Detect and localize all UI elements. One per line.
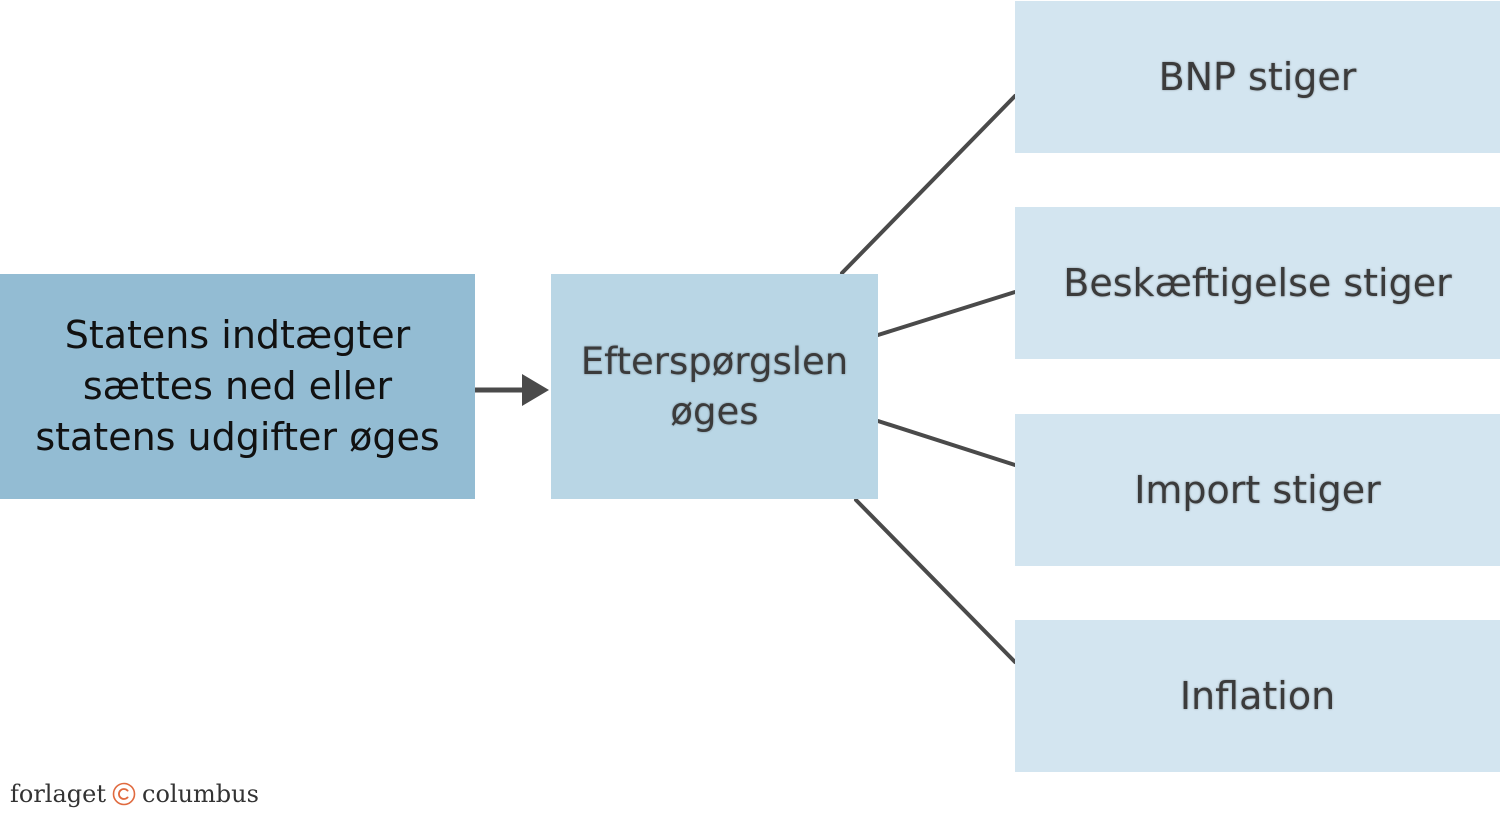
- publisher-name-left: forlaget: [10, 780, 106, 808]
- effect-box-inflation: Inflation: [1015, 620, 1500, 772]
- connector-to-inflation: [854, 498, 1017, 664]
- source-box: Statens indtægter sættes ned eller state…: [0, 274, 475, 499]
- connector-to-bnp: [840, 94, 1017, 275]
- effect-label: Beskæftigelse stiger: [1063, 261, 1452, 305]
- effect-label: BNP stiger: [1158, 55, 1357, 99]
- publisher-logo: forlaget columbus: [10, 778, 259, 810]
- source-box-label: Statens indtægter sættes ned eller state…: [35, 313, 440, 459]
- copyright-icon: [112, 782, 136, 806]
- effect-box-import: Import stiger: [1015, 414, 1500, 566]
- effect-box-bnp: BNP stiger: [1015, 1, 1500, 153]
- effect-box-beskaeftigelse: Beskæftigelse stiger: [1015, 207, 1500, 359]
- connector-to-import: [876, 419, 1017, 467]
- middle-box-label: Efterspørgslen øges: [580, 339, 849, 433]
- effect-label: Import stiger: [1134, 468, 1381, 512]
- connector-to-beskaeftigelse: [876, 290, 1017, 337]
- effect-label: Inflation: [1179, 674, 1336, 718]
- publisher-name-right: columbus: [142, 780, 259, 808]
- middle-box: Efterspørgslen øges: [551, 274, 878, 499]
- arrow-head-icon: [522, 374, 549, 406]
